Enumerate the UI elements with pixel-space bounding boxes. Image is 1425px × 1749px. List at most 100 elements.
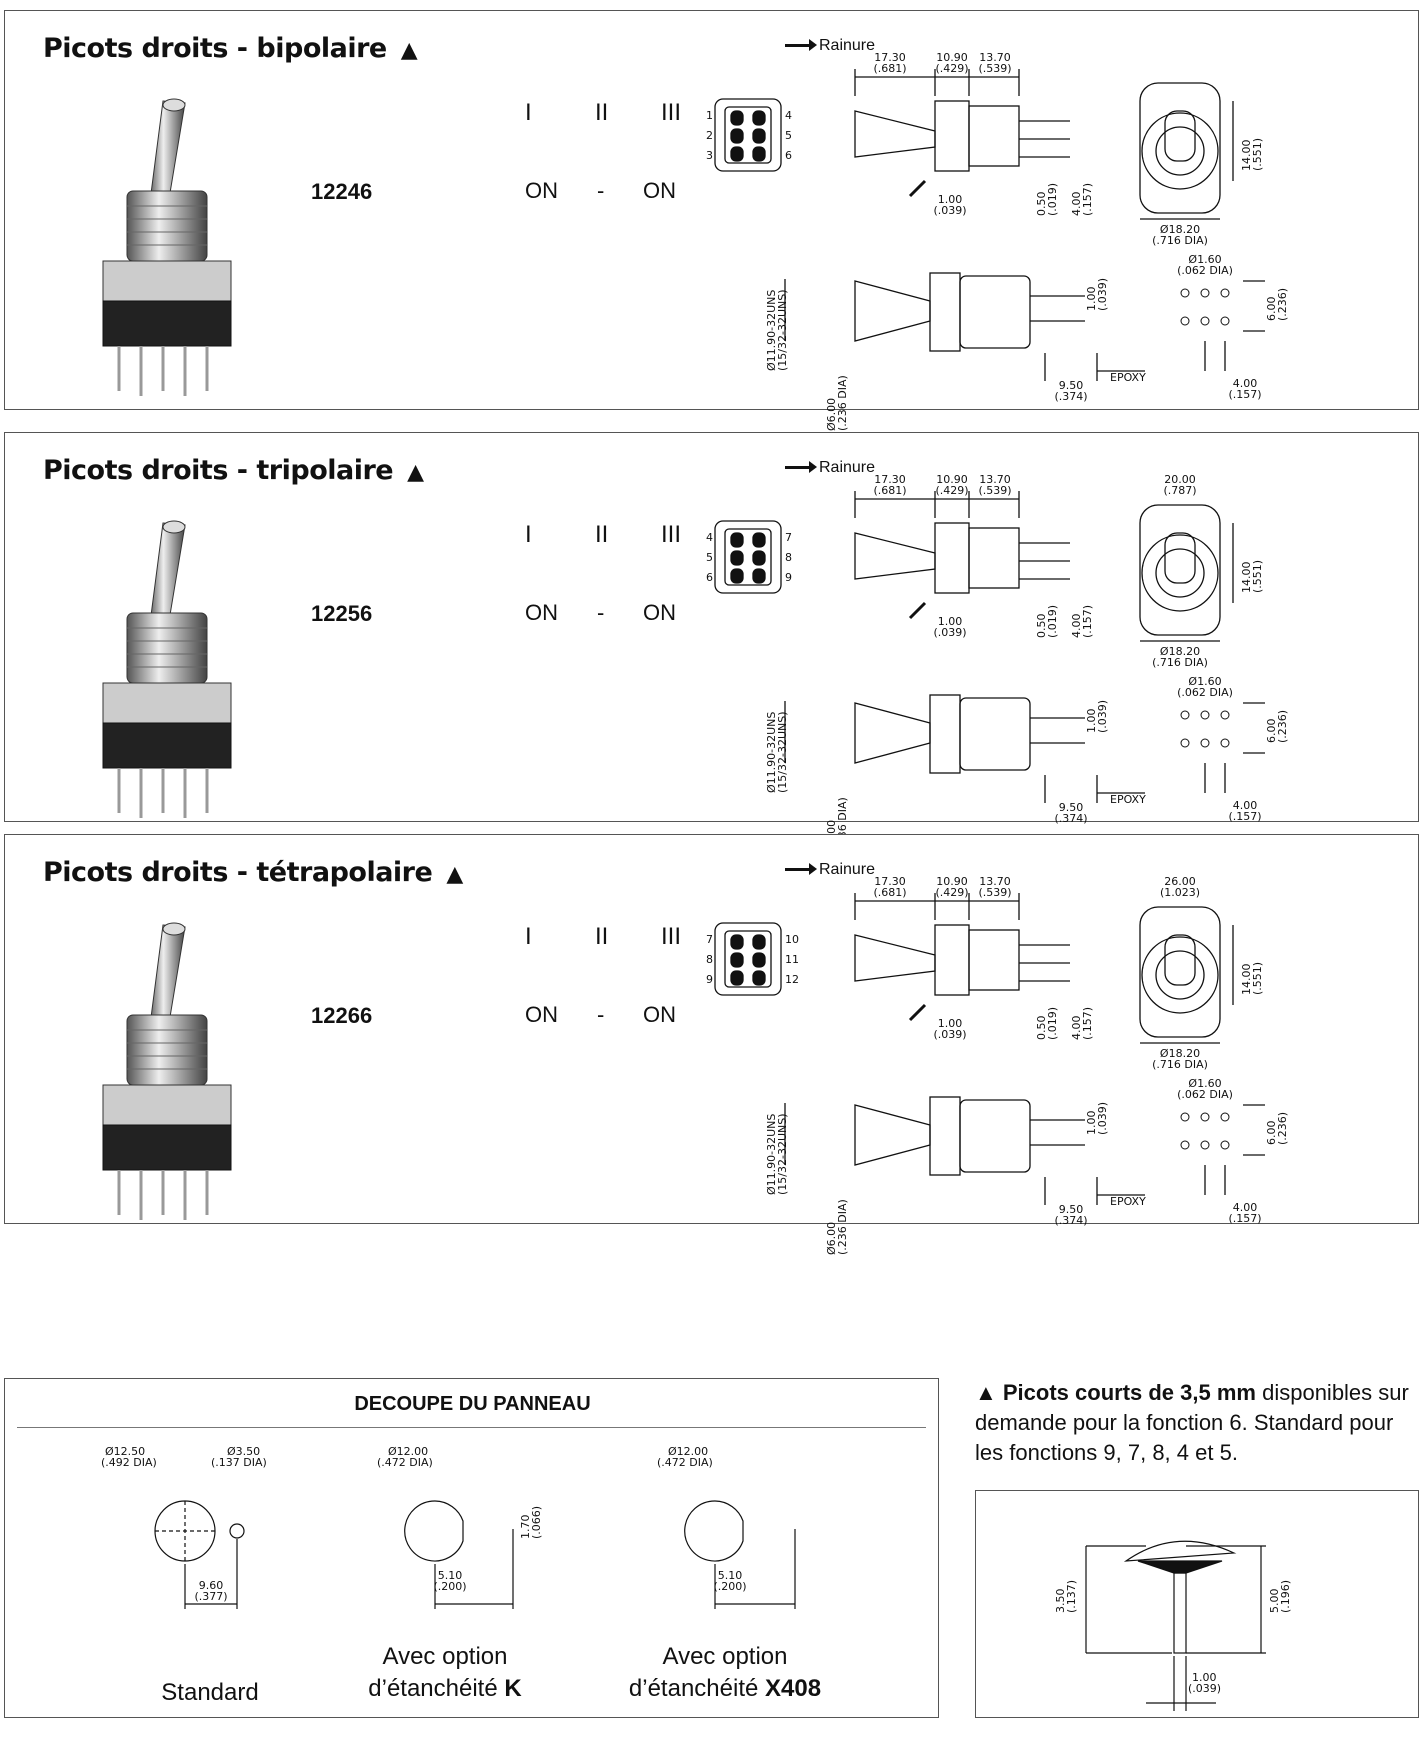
dimension-label: Ø18.20 — [1160, 223, 1200, 236]
pin-number: 10 — [785, 933, 799, 946]
rainure-label: Rainure — [785, 459, 875, 477]
state-label: ON — [525, 178, 558, 203]
dimension-label: 14.00 — [1240, 562, 1253, 594]
svg-text:3.50: 3.50 — [1054, 1589, 1067, 1614]
short-pins-note: ▲ Picots courts de 3,5 mm disponibles su… — [975, 1380, 1409, 1465]
state-label: ON — [643, 600, 676, 625]
dimension-label: 0.50 — [1035, 614, 1048, 639]
dimension-label: (.039) — [1096, 1102, 1109, 1135]
position-label: III — [661, 99, 682, 126]
dimension-label: (.374) — [1054, 1214, 1087, 1227]
pin-number: 4 — [785, 109, 792, 122]
position-label: III — [661, 521, 682, 548]
state-label: - — [597, 178, 605, 203]
dimension-label: (.062 DIA) — [1177, 264, 1233, 277]
triangle-marker-icon: ▲ — [407, 460, 424, 485]
pin-number: 8 — [706, 953, 713, 966]
dimension-label: 4.00 — [1070, 1016, 1083, 1041]
pin-number: 1 — [706, 109, 713, 122]
dimension-label: 1.00 — [1085, 709, 1098, 734]
dimension-label: Ø18.20 — [1160, 1047, 1200, 1060]
svg-text:(.200): (.200) — [433, 1580, 466, 1593]
dimension-label: 1.00 — [1085, 287, 1098, 312]
dimension-label: (.681) — [873, 886, 906, 899]
dimension-label: (.157) — [1081, 605, 1094, 638]
dimension-label: 13.70 — [979, 473, 1011, 486]
technical-drawing: 4 5 6 7 8 9 17.30(.681) 10.90(.429) 13.7… — [706, 473, 1289, 853]
dimension-label: 13.70 — [979, 51, 1011, 64]
dimension-label: (.236) — [1276, 288, 1289, 321]
cutout-drawings: Ø12.50(.492 DIA) Ø3.50(.137 DIA) 9.60(.3… — [101, 1445, 796, 1609]
dimension-label: 26.00 — [1164, 875, 1196, 888]
dimension-label: Rainure — [819, 459, 876, 476]
arrow-right-icon — [785, 461, 817, 474]
dimension-label: (.429) — [935, 484, 968, 497]
toggle-switch-photo — [102, 520, 232, 818]
dimension-label: (.157) — [1081, 1007, 1094, 1040]
section-title: Picots droits - tripolaire ▲ — [43, 455, 424, 486]
svg-text:Ø12.00: Ø12.00 — [388, 1445, 428, 1458]
svg-text:5.10: 5.10 — [438, 1569, 463, 1582]
state-label: ON — [643, 1002, 676, 1027]
dimension-label: (.551) — [1251, 962, 1264, 995]
position-label: I — [525, 99, 532, 126]
dimension-label: Picots droits - tripolaire — [43, 455, 394, 486]
svg-text:Ø3.50: Ø3.50 — [227, 1445, 260, 1458]
dimension-label: (.374) — [1054, 812, 1087, 825]
pin-number: 11 — [785, 953, 799, 966]
product-section: Picots droits - bipolaire▲ 12246 I II II… — [4, 10, 1419, 431]
dimension-label: (15/32-32UNS) — [776, 711, 789, 793]
dimension-label: (.039) — [933, 1028, 966, 1041]
dimension-label: 17.30 — [874, 51, 906, 64]
state-label: ON — [643, 178, 676, 203]
pin-number: 2 — [706, 129, 713, 142]
dimension-label: (.062 DIA) — [1177, 686, 1233, 699]
dimension-label: 0.50 — [1035, 192, 1048, 217]
svg-text:(.472 DIA): (.472 DIA) — [657, 1456, 713, 1469]
dimension-label: (.157) — [1228, 388, 1261, 401]
dimension-label: Ø11.90-32UNS — [765, 1114, 778, 1195]
dimension-label: (.716 DIA) — [1152, 234, 1208, 247]
dimension-label: (.062 DIA) — [1177, 1088, 1233, 1101]
svg-text:(.196): (.196) — [1279, 1580, 1292, 1613]
pin-number: 12 — [785, 973, 799, 986]
svg-text:Ø12.00: Ø12.00 — [668, 1445, 708, 1458]
dimension-label: (.716 DIA) — [1152, 656, 1208, 669]
dimension-label: 9.50 — [1059, 379, 1084, 392]
dimension-label: 6.00 — [1265, 297, 1278, 322]
dimension-label: (.429) — [935, 886, 968, 899]
panel-cutout-box: DECOUPE DU PANNEAU Ø12.50(.492 DIA) Ø3.5… — [4, 1378, 939, 1718]
svg-text:(.492 DIA): (.492 DIA) — [101, 1456, 157, 1469]
rainure-label: Rainure — [785, 861, 875, 879]
pin-number: 9 — [785, 571, 792, 584]
state-label: - — [597, 1002, 605, 1027]
dimension-label: (.157) — [1228, 1212, 1261, 1225]
svg-text:9.60: 9.60 — [199, 1579, 224, 1592]
svg-text:(.066): (.066) — [530, 1506, 543, 1539]
dimension-label: (.716 DIA) — [1152, 1058, 1208, 1071]
dimension-label: (.019) — [1046, 605, 1059, 638]
product-section: Picots droits - tétrapolaire▲ 12266 I II… — [4, 834, 1419, 1255]
dimension-label: Picots droits - tétrapolaire — [43, 857, 433, 888]
pin-number: 5 — [785, 129, 792, 142]
dimension-label: (.787) — [1163, 484, 1196, 497]
section-title: Picots droits - tétrapolaire▲ — [43, 857, 463, 888]
dimension-label: EPOXY — [1110, 793, 1146, 806]
dimension-label: 13.70 — [979, 875, 1011, 888]
dimension-label: Ø18.20 — [1160, 645, 1200, 658]
panel-title: DECOUPE DU PANNEAU — [354, 1393, 591, 1415]
dimension-label: 4.00 — [1070, 192, 1083, 217]
part-number: 12266 — [311, 1003, 373, 1028]
pin-number: 5 — [706, 551, 713, 564]
pin-number: 6 — [785, 149, 792, 162]
dimension-label: (.551) — [1251, 138, 1264, 171]
svg-text:(.200): (.200) — [713, 1580, 746, 1593]
dimension-label: (1.023) — [1160, 886, 1200, 899]
dimension-label: (.236 DIA) — [836, 1199, 849, 1255]
arrow-right-icon — [785, 39, 817, 52]
dimension-label: 1.00 — [1085, 1111, 1098, 1136]
state-label: ON — [525, 600, 558, 625]
position-label: I — [525, 923, 532, 950]
dimension-label: (.039) — [933, 204, 966, 217]
pin-number: 4 — [706, 531, 713, 544]
